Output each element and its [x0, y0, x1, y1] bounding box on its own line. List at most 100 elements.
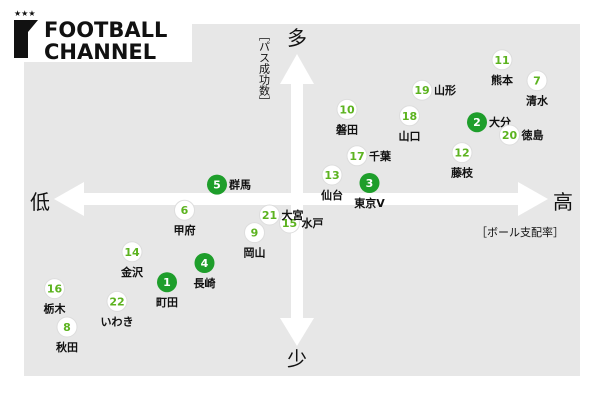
- team-point: 9 岡山: [244, 222, 266, 260]
- brand-line1: FOOTBALL: [44, 18, 167, 42]
- team-rank: 13: [324, 169, 339, 182]
- team-point-marker: [157, 272, 177, 293]
- team-point: 19 山形: [411, 79, 456, 101]
- team-point-marker: [467, 112, 487, 133]
- team-name: 水戸: [302, 216, 324, 230]
- x-axis-title: ［ボール支配率］: [476, 225, 564, 239]
- brand-logo: ★★★ FOOTBALL CHANNEL: [6, 4, 192, 64]
- team-point-marker: [346, 145, 368, 167]
- team-point-marker: [491, 49, 513, 71]
- team-rank: 9: [251, 227, 259, 240]
- team-rank: 3: [366, 177, 374, 190]
- team-name: 熊本: [491, 73, 513, 87]
- team-point-marker: [279, 212, 300, 234]
- team-point-marker: [44, 278, 65, 300]
- team-rank: 17: [349, 150, 364, 163]
- team-name: 清水: [526, 94, 549, 108]
- team-rank: 7: [533, 75, 541, 88]
- team-point: 6 甲府: [174, 199, 196, 237]
- team-name: 岡山: [244, 246, 266, 260]
- team-point-marker: [399, 105, 420, 127]
- team-name: 磐田: [336, 122, 358, 136]
- team-name: 東京V: [354, 196, 385, 210]
- x-axis-left-arrow: [54, 182, 84, 216]
- team-point-marker: [451, 142, 473, 164]
- team-point-marker: [359, 173, 380, 193]
- team-point-marker: [244, 222, 265, 244]
- team-point: 18 山口: [399, 105, 421, 143]
- team-rank: 19: [414, 84, 429, 97]
- team-rank: 8: [63, 321, 71, 334]
- team-rank: 20: [502, 129, 518, 142]
- team-point: 4 長崎: [194, 253, 216, 290]
- team-rank: 14: [124, 246, 140, 259]
- team-rank: 18: [402, 110, 417, 123]
- team-point-marker: [321, 164, 343, 186]
- team-name: 長崎: [194, 276, 216, 290]
- team-rank: 1: [163, 276, 171, 289]
- y-axis-bar: [291, 80, 303, 324]
- team-rank: 10: [339, 103, 355, 116]
- team-point-marker: [121, 241, 143, 263]
- team-name: 秋田: [56, 340, 78, 354]
- team-rank: 2: [473, 116, 481, 129]
- team-point-marker: [499, 124, 520, 146]
- team-name: 山形: [434, 83, 456, 97]
- axis-end-high: 高: [553, 190, 573, 214]
- brand-mark-icon: [14, 20, 38, 58]
- team-point: 10 磐田: [336, 98, 358, 136]
- team-point-marker: [259, 204, 280, 226]
- team-name: 甲府: [174, 223, 196, 237]
- team-point: 17 千葉: [346, 145, 392, 167]
- brand-line2: CHANNEL: [44, 40, 156, 64]
- team-name: 千葉: [369, 149, 392, 163]
- y-axis-top-arrow: [280, 54, 314, 84]
- team-point: 13 仙台: [321, 164, 343, 202]
- brand-stars: ★★★: [14, 9, 36, 18]
- team-point-marker: [207, 174, 227, 195]
- team-name: 山口: [399, 129, 421, 143]
- team-point-marker: [526, 70, 548, 92]
- team-rank: 21: [262, 209, 277, 222]
- y-axis-bottom-arrow: [280, 318, 314, 346]
- team-name: 仙台: [321, 188, 343, 202]
- team-name: 藤枝: [451, 166, 474, 180]
- x-axis-right-arrow: [518, 182, 548, 216]
- team-point-marker: [174, 199, 195, 221]
- team-name: 群馬: [228, 178, 251, 192]
- team-point: 12 藤枝: [451, 142, 474, 180]
- axis-end-bottom: 少: [287, 347, 307, 371]
- team-rank: 11: [494, 54, 509, 67]
- team-point-marker: [411, 79, 433, 101]
- team-point: 22 いわき: [101, 290, 134, 328]
- team-rank: 4: [201, 257, 209, 270]
- axes: [54, 54, 548, 346]
- team-name: 大宮: [282, 208, 304, 222]
- team-rank: 5: [213, 179, 221, 192]
- team-rank: 16: [47, 283, 63, 296]
- team-rank: 6: [181, 204, 189, 217]
- team-name: 町田: [156, 296, 178, 309]
- team-point: 16 栃木: [44, 278, 67, 316]
- team-point: 21 大宮: [259, 204, 304, 226]
- y-axis-title: ［パス成功数］: [258, 30, 271, 107]
- team-name: 徳島: [521, 128, 544, 142]
- team-point: 11 熊本: [491, 49, 513, 87]
- team-point: 1 町田: [156, 272, 178, 309]
- team-point-marker: [194, 253, 215, 273]
- team-name: 栃木: [44, 302, 67, 316]
- team-rank: 22: [109, 295, 124, 308]
- team-name: いわき: [101, 315, 134, 328]
- axis-end-low: 低: [30, 190, 50, 214]
- team-point: 8 秋田: [56, 316, 78, 354]
- team-point: 5 群馬: [207, 174, 251, 195]
- axis-end-top: 多: [287, 26, 307, 50]
- team-point-marker: [336, 98, 358, 120]
- team-rank: 12: [454, 147, 469, 160]
- team-point-marker: [56, 316, 78, 338]
